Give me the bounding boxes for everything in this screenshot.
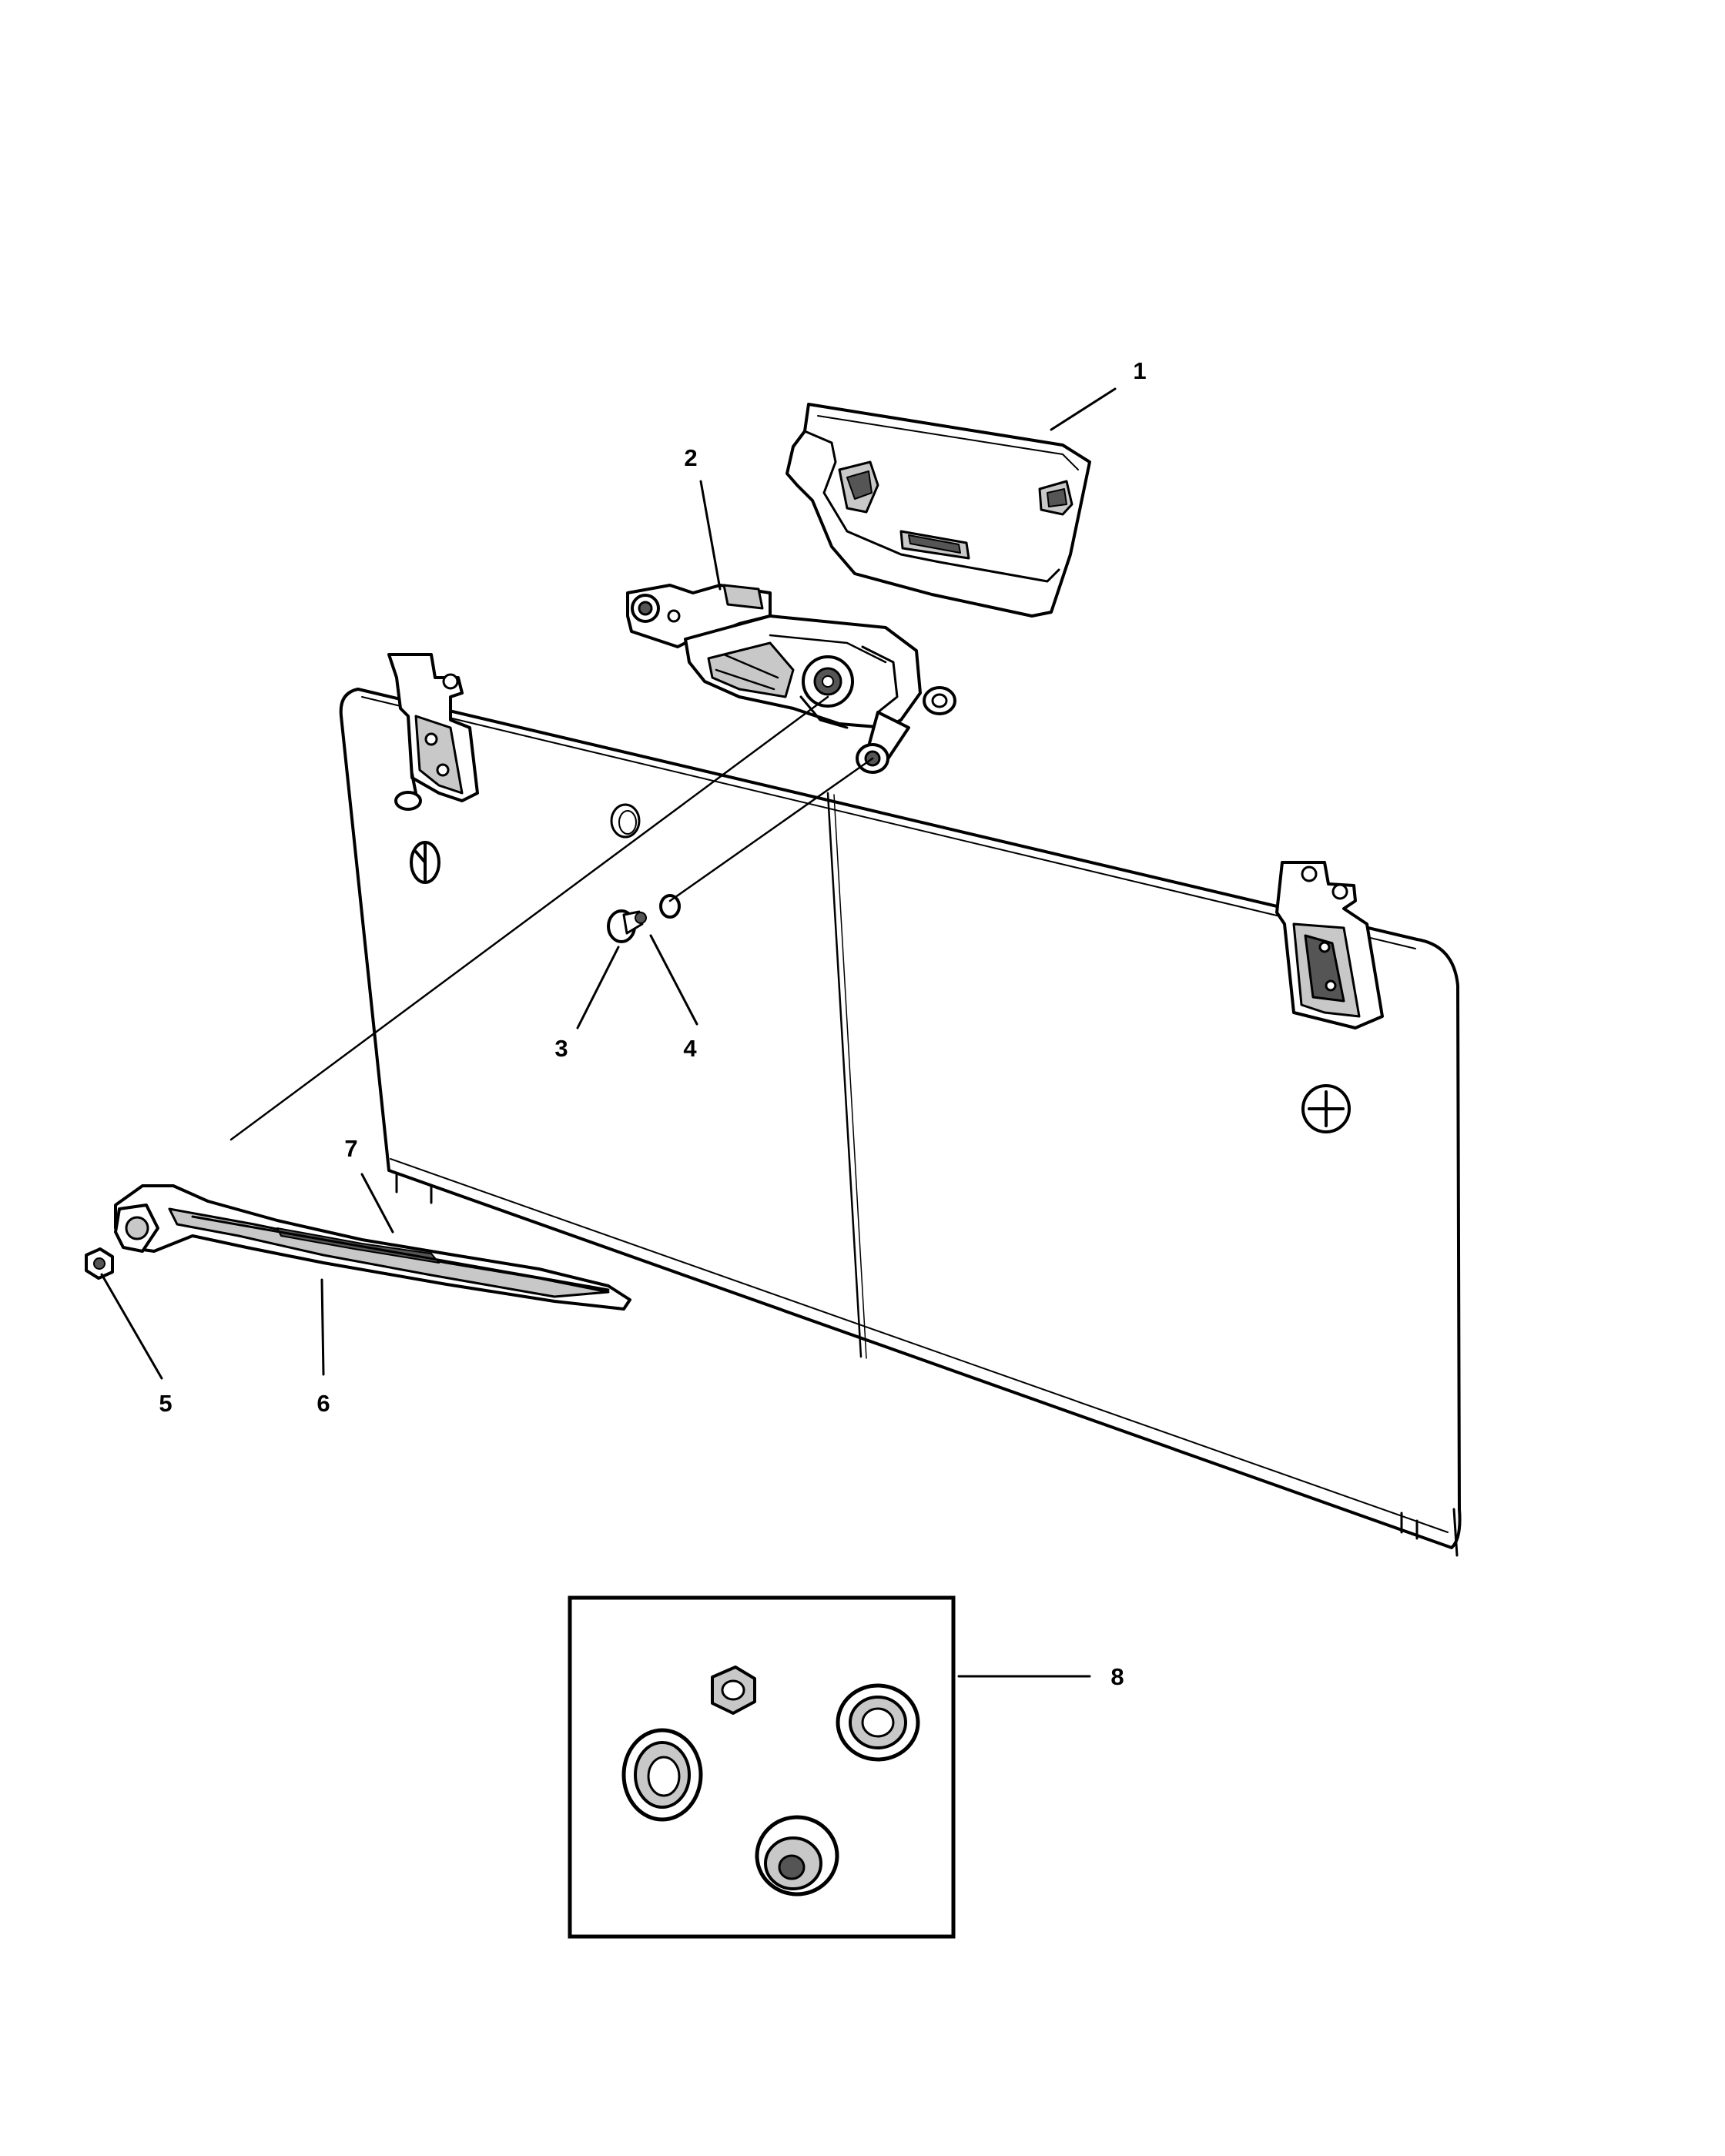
bushing-kit-box — [568, 1595, 956, 1939]
wiper-arm-blade — [114, 1184, 631, 1311]
kit-bushing-left — [621, 1728, 703, 1822]
callout-1: 1 — [1133, 357, 1146, 384]
callout-7: 7 — [344, 1135, 357, 1162]
left-hinge — [387, 653, 479, 811]
right-hinge — [1275, 861, 1384, 1029]
wiper-motor-cover — [785, 403, 1091, 618]
kit-bushing-right — [836, 1683, 920, 1762]
callout-5: 5 — [159, 1390, 172, 1417]
kit-hex-nut — [711, 1666, 756, 1715]
seal-ring — [659, 894, 681, 919]
alignment-lines — [229, 695, 874, 1141]
grommet — [607, 909, 647, 943]
callout-6: 6 — [317, 1390, 330, 1417]
wiper-motor — [626, 584, 956, 774]
callout-8: 8 — [1110, 1663, 1124, 1690]
wiper-arm-nut — [85, 1247, 114, 1280]
kit-grommet — [755, 1815, 839, 1897]
callout-2: 2 — [684, 444, 697, 471]
glass-hole-left — [410, 841, 440, 884]
callout-3: 3 — [554, 1035, 568, 1062]
glass-hole-center — [610, 803, 641, 839]
liftgate-glass — [339, 688, 1462, 1557]
callout-4: 4 — [683, 1035, 697, 1062]
glass-hole-right — [1301, 1084, 1351, 1133]
leader-lines — [100, 387, 1117, 1678]
